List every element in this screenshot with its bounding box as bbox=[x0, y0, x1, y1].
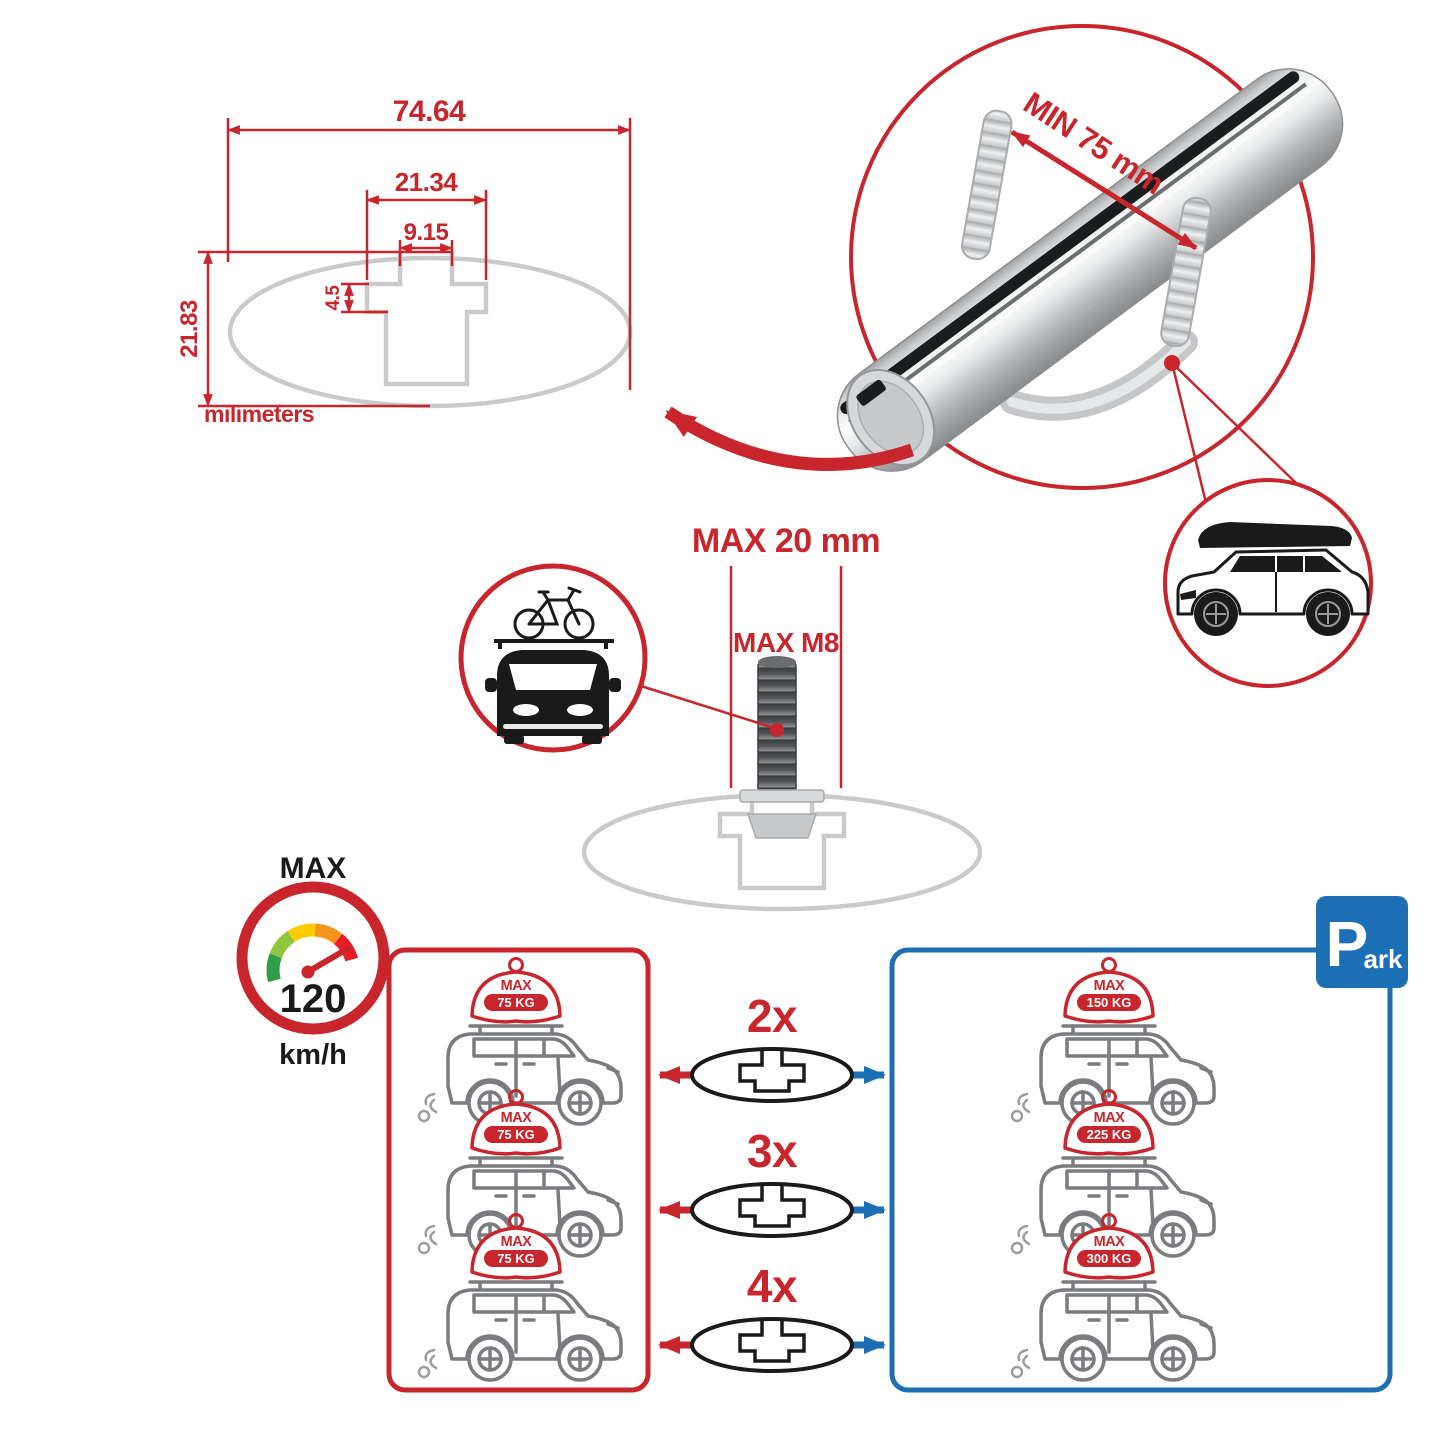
park-sign-square bbox=[1316, 896, 1408, 988]
car-wheel-right bbox=[582, 735, 602, 744]
max-thread-label: MAX M8 bbox=[733, 627, 839, 658]
load-weight-label: 225 KG bbox=[1087, 1127, 1132, 1142]
t-bolt-head bbox=[746, 813, 818, 839]
car-mirror-left bbox=[485, 678, 497, 692]
dim-ext-total-width bbox=[226, 118, 632, 390]
load-max-label: MAX bbox=[1094, 1110, 1126, 1126]
crossbar-icon bbox=[690, 1182, 854, 1238]
max-bolt-length-label: MAX 20 mm bbox=[692, 522, 880, 560]
bicycle-icon bbox=[513, 586, 595, 640]
load-weight-label: 300 KG bbox=[1087, 1251, 1132, 1266]
car-front-body bbox=[497, 650, 609, 736]
roofbox-car-inset bbox=[1163, 478, 1373, 688]
crossbar-icon-slot bbox=[738, 1321, 806, 1363]
suv-windows bbox=[1230, 556, 1342, 572]
driving-load-panel: MAX 75 KG MAX 75 KG MAX 75 KG bbox=[386, 947, 651, 1393]
crossbar-icon bbox=[690, 1317, 854, 1373]
bolt-point-dot bbox=[770, 723, 784, 737]
speed-unit: km/h bbox=[279, 1039, 347, 1071]
bar-lower-groove bbox=[878, 123, 1337, 464]
crossbar-icon-slot bbox=[738, 1051, 806, 1093]
multiplier-label: 3x bbox=[747, 1125, 798, 1177]
suv-headlight bbox=[1180, 590, 1196, 600]
car-headlight-right bbox=[567, 704, 593, 716]
load-max-label: MAX bbox=[501, 1234, 533, 1250]
car-headlight-left bbox=[513, 704, 539, 716]
dim-total-width-label: 74.64 bbox=[393, 95, 466, 128]
dim-slot-outer-label: 21.34 bbox=[395, 167, 459, 197]
gauge-circle bbox=[236, 881, 390, 1035]
speed-value: 120 bbox=[280, 977, 347, 1021]
speed-max-label: MAX bbox=[280, 852, 347, 885]
crossbar-icon-slot bbox=[738, 1186, 806, 1228]
crossbar-closeup: MIN 75 mm bbox=[664, 24, 1373, 688]
park-sign-p: P bbox=[1326, 908, 1369, 980]
park-sign-ark: ark bbox=[1363, 944, 1403, 974]
bolt-top bbox=[758, 656, 796, 668]
load-weight-label: 75 KG bbox=[497, 1251, 535, 1266]
crossbar-icon bbox=[690, 1047, 854, 1103]
car-windshield bbox=[509, 664, 597, 690]
units-label: milimeters bbox=[204, 401, 314, 427]
bolt-dim-ext-lines bbox=[729, 566, 843, 788]
bike-car-icon-circle bbox=[458, 563, 648, 753]
cross-section-pointer-arrow bbox=[664, 406, 915, 471]
load-max-label: MAX bbox=[1094, 978, 1126, 994]
load-max-label: MAX bbox=[501, 1110, 533, 1126]
load-max-label: MAX bbox=[501, 978, 533, 994]
load-weight-label: 75 KG bbox=[497, 995, 535, 1010]
t-slot-profile bbox=[364, 252, 489, 387]
dim-ext-total-height bbox=[198, 250, 452, 408]
dim-slot-opening-label: 9.15 bbox=[404, 219, 449, 246]
gauge-pivot bbox=[301, 965, 315, 979]
clamp-rod-left bbox=[961, 109, 1013, 261]
roof-box bbox=[1198, 522, 1352, 548]
roof-rack-line bbox=[494, 639, 614, 649]
bar-end-face-inner bbox=[857, 380, 925, 455]
bolt-profile-slot bbox=[717, 797, 847, 891]
min-span-arrow bbox=[1010, 129, 1198, 251]
multiplier-column: 2x 3x 4x bbox=[658, 990, 886, 1373]
multiplier-label: 4x bbox=[747, 1260, 798, 1312]
car-mirror-right bbox=[609, 678, 621, 692]
bolt-leader-line bbox=[640, 684, 772, 729]
dim-ext-slot-outer bbox=[365, 190, 488, 280]
load-weight-label: 150 KG bbox=[1087, 995, 1132, 1010]
car-bumper-line bbox=[503, 724, 603, 729]
bolt-washer bbox=[739, 789, 825, 803]
bolt-profile-ellipse bbox=[581, 792, 983, 912]
load-weight-label: 75 KG bbox=[497, 1127, 535, 1142]
park-sign: P ark bbox=[1316, 896, 1408, 988]
car-wheel-left bbox=[504, 735, 524, 744]
suv-window-pillars bbox=[1275, 556, 1305, 572]
clamp-rod-right bbox=[1160, 196, 1212, 348]
load-max-label: MAX bbox=[1094, 1234, 1126, 1250]
speedometer-badge: MAX 120 km/h bbox=[236, 852, 390, 1071]
parking-load-panel: MAX 150 KG MAX 225 KG MAX 300 KG P ark bbox=[889, 896, 1408, 1393]
bar-end-slot-hole bbox=[856, 379, 886, 406]
multiplier-label: 2x bbox=[747, 990, 798, 1042]
bolt-dimension-diagram: MAX 20 mm MAX M8 bbox=[458, 522, 983, 912]
cross-section-diagram: 74.64 21.34 9.15 4.5 21.83 milimeters bbox=[176, 95, 633, 427]
dim-total-height-label: 21.83 bbox=[176, 300, 203, 358]
dim-lip-label: 4.5 bbox=[323, 285, 344, 311]
zoom-circle bbox=[849, 24, 1315, 490]
